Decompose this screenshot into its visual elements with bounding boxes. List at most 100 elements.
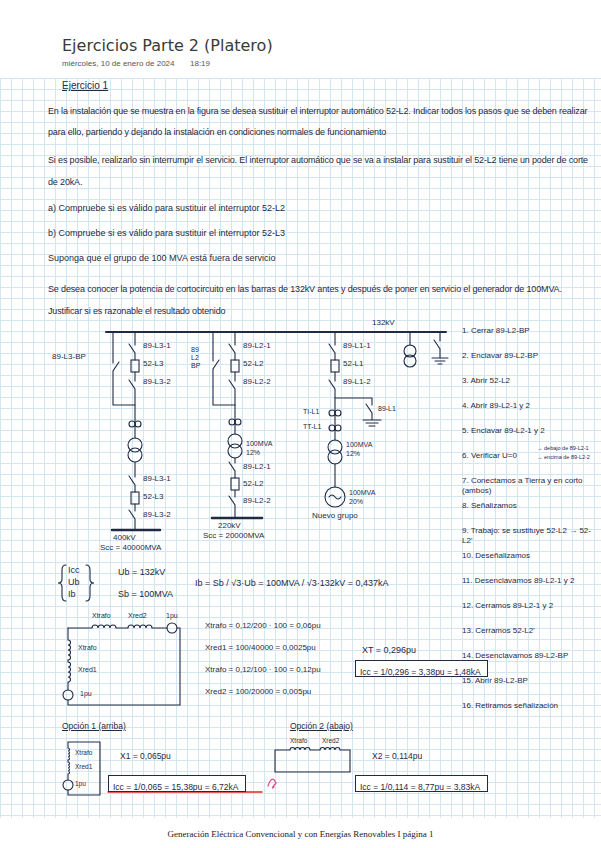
step-text: 4. Abrir 89-L2-1 y 2 bbox=[462, 401, 596, 411]
formula-text: Xtrafo = 0,12/200 · 100 = 0,06pu bbox=[205, 621, 321, 630]
step-text: 9. Trabajo: se sustituye 52-L2 → 52-L2' bbox=[462, 526, 596, 546]
equivalent-circuit bbox=[68, 625, 167, 628]
switch-label: 89-L1 bbox=[378, 405, 396, 413]
result-box: Icc = 1/0,114 = 8,77pu = 3,83kA bbox=[355, 775, 488, 792]
feeder-l1 bbox=[331, 360, 339, 372]
statement-text: Suponga que el grupo de 100 MVA está fue… bbox=[48, 253, 276, 263]
feeder-l3 bbox=[113, 332, 142, 530]
rating-label: 100MVA 12% bbox=[346, 441, 382, 458]
feeder-l1 bbox=[325, 487, 345, 507]
rating-label: 100MVA 20% bbox=[349, 489, 385, 506]
voltage-label: 132kV bbox=[372, 318, 395, 327]
equivalent-circuit bbox=[63, 690, 73, 700]
option-heading: Opción 1 (arriba) bbox=[62, 722, 126, 732]
option-circuit bbox=[63, 780, 73, 790]
step-text: 16. Retiramos señalización bbox=[462, 701, 596, 711]
bus-bar bbox=[106, 331, 446, 333]
feeder-l2 bbox=[213, 332, 235, 405]
page-footer: Generación Eléctrica Convencional y con … bbox=[0, 829, 601, 839]
statement-text: Se desea conocer la potencia de cortocir… bbox=[48, 278, 596, 322]
short-circuit-label: Scc = 40000MVA bbox=[100, 543, 161, 552]
equivalent-circuit bbox=[68, 628, 180, 705]
feeder-l2 bbox=[228, 444, 242, 458]
feeder-l1 bbox=[328, 450, 342, 464]
statement-text: Si es posible, realizarlo sin interrumpi… bbox=[48, 149, 596, 193]
switch-label: 89-L3-BP bbox=[52, 352, 86, 361]
step-text: 1. Cerrar 89-L2-BP bbox=[462, 326, 596, 336]
step-note: → debajo de 89-L2-1 bbox=[537, 445, 589, 451]
voltage-transformer bbox=[404, 332, 416, 367]
result-formula: Icc = 1/0,296 = 3,38pu = 1,48kA bbox=[356, 666, 485, 678]
feeder-l2 bbox=[231, 478, 239, 490]
voltage-label: 220kV bbox=[218, 521, 241, 530]
switch-label: 89-L2-2 bbox=[243, 496, 271, 505]
step-text: 2. Enclavar 89-L2-BP bbox=[462, 351, 596, 361]
step-text: 11. Desenclavamos 89-L2-1 y 2 bbox=[462, 576, 596, 586]
formula-text: Xred1 = 100/40000 = 0,0025pu bbox=[205, 643, 316, 652]
option-circuit bbox=[275, 748, 350, 773]
earthing-switch bbox=[432, 332, 448, 364]
feeder-l2 bbox=[231, 360, 239, 372]
switch-label: 89-L2-1 bbox=[243, 341, 271, 350]
breaker-label: 52-L2 bbox=[243, 359, 263, 368]
variable-label: Icc bbox=[68, 565, 80, 575]
option-heading: Opción 2 (abajo) bbox=[290, 722, 353, 732]
feeder-l2 bbox=[229, 332, 235, 434]
switch-label: 89-L1-2 bbox=[343, 377, 371, 386]
switch-label: 89-L3-1 bbox=[143, 341, 171, 350]
switch-label: 89-L2-1 bbox=[243, 462, 271, 471]
reactance-label: Xtrafo bbox=[78, 644, 97, 652]
step-note: → encima de 89-L2-2 bbox=[537, 454, 590, 460]
earthing-switch bbox=[432, 332, 448, 364]
reactance-label: Xtrafo bbox=[92, 612, 111, 620]
equivalent-circuit bbox=[68, 628, 71, 690]
variable-label: Ib bbox=[68, 589, 76, 599]
equivalent-circuit bbox=[167, 623, 177, 633]
feeder-l2 bbox=[229, 419, 235, 425]
breaker-label: 52-L3 bbox=[143, 492, 163, 501]
feeder-l2 bbox=[213, 332, 242, 518]
feeder-l3 bbox=[129, 332, 135, 438]
feeder-l1 bbox=[329, 495, 341, 499]
feeder-l3 bbox=[131, 360, 139, 372]
bus-bar bbox=[106, 332, 446, 530]
voltage-transformer bbox=[409, 332, 410, 345]
question-text: b) Compruebe si es válido para sustituir… bbox=[48, 228, 285, 238]
step-text: 10. Deseñalizamos bbox=[462, 551, 596, 561]
switch-label: 89-L1-1 bbox=[343, 341, 371, 350]
feeder-l3 bbox=[129, 421, 135, 427]
formula-text: X1 = 0,065pu bbox=[120, 752, 171, 762]
switch-label: 89-L3-2 bbox=[143, 510, 171, 519]
step-text: 13. Cerramos 52-L2' bbox=[462, 626, 596, 636]
time-text: 18:19 bbox=[190, 59, 210, 68]
feeder-l1 bbox=[329, 332, 335, 440]
page-title: Ejercicios Parte 2 (Platero) bbox=[62, 36, 273, 55]
voltage-transformer bbox=[404, 355, 416, 367]
result-formula: Icc = 1/0,065 = 15,38pu = 6,72kA bbox=[109, 781, 242, 793]
formula-text: Ub = 132kV bbox=[118, 567, 165, 577]
result-box: Icc = 1/0,065 = 15,38pu = 6,72kA bbox=[108, 775, 246, 792]
feeder-l2 bbox=[235, 419, 241, 425]
bus-bar bbox=[212, 517, 262, 520]
formula-text: Xred2 = 100/20000 = 0,005pu bbox=[205, 687, 311, 696]
reactance-label: Xred1 bbox=[78, 666, 97, 674]
feeder-l3 bbox=[128, 448, 142, 462]
date-text: miércoles, 10 de enero de 2024 bbox=[62, 59, 175, 68]
transformer-label: TI-L1 bbox=[303, 408, 319, 416]
reactance-label: Xred1 bbox=[75, 763, 92, 770]
short-circuit-label: Scc = 20000MVA bbox=[203, 531, 264, 540]
switch-label: 89-L3-2 bbox=[143, 377, 171, 386]
reactance-label: Xred2 bbox=[322, 737, 339, 744]
formula-text: Ib = Sb / √3·Ub = 100MVA / √3·132kV = 0,… bbox=[195, 578, 389, 588]
feeder-l3 bbox=[131, 492, 139, 504]
reactance-label: Xtrafo bbox=[75, 749, 92, 756]
formula-text: Xtrafo = 0,12/100 · 100 = 0,12pu bbox=[205, 665, 321, 674]
result-box: Icc = 1/0,296 = 3,38pu = 1,48kA bbox=[355, 660, 488, 677]
feeder-l3 bbox=[135, 421, 141, 427]
source-label: 1pu bbox=[80, 690, 92, 698]
formula-text: Sb = 100MVA bbox=[118, 589, 173, 599]
transformer-label: TT-L1 bbox=[303, 423, 321, 431]
step-text: 12. Cerramos 89-L2-1 y 2 bbox=[462, 601, 596, 611]
feeder-l1 bbox=[334, 464, 335, 487]
red-underline bbox=[268, 779, 276, 788]
